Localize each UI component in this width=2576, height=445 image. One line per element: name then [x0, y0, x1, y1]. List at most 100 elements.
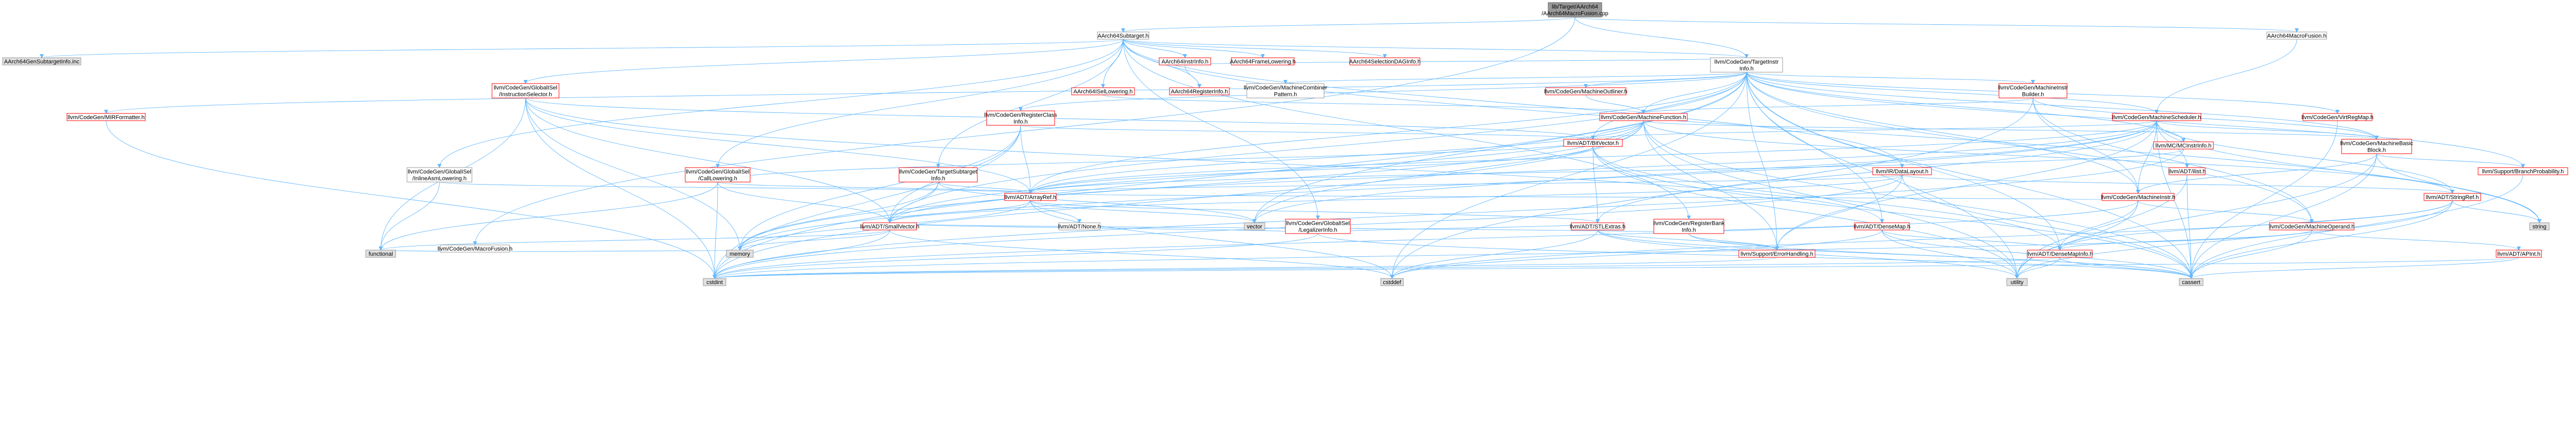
node-box: [2179, 278, 2204, 286]
node-box: [1599, 113, 1688, 121]
node-box: [440, 244, 510, 253]
node-box: [1285, 219, 1351, 234]
graph-node[interactable]: llvm/Support/ErrorHandling.h: [1738, 250, 1816, 258]
graph-node[interactable]: llvm/ADT/StringRef.h: [2424, 193, 2481, 201]
edge-n13-n27: [717, 139, 1595, 183]
graph-node[interactable]: llvm/CodeGen/MachineFunction.h: [1599, 113, 1688, 121]
graph-node[interactable]: llvm/Support/BranchProbability.h: [2478, 167, 2568, 175]
edge-n32-n38: [2138, 200, 2314, 223]
node-label: llvm/CodeGen/MachineInstr.h: [2101, 194, 2175, 201]
graph-node[interactable]: llvm/CodeGen/MacroFusion.h: [437, 244, 513, 253]
node-label: llvm/ADT/DenseMap.h: [1854, 224, 1910, 230]
edge-n12-n44: [379, 182, 440, 251]
graph-node[interactable]: AArch64RegisterInfo.h: [1169, 87, 1230, 95]
edge-n21-n46: [713, 120, 1644, 279]
node-box: [2, 57, 81, 65]
graph-node[interactable]: llvm/ADT/ilist.h: [2168, 167, 2206, 175]
edge-n30-n49: [2189, 174, 2523, 279]
edge-n15-n46: [713, 233, 1318, 279]
graph-node[interactable]: AArch64SelectionDAGInfo.h: [1349, 57, 1421, 65]
graph-node: AArch64GenSubtargetInfo.inc: [2, 57, 81, 65]
graph-node[interactable]: llvm/CodeGen/GlobalISel/InlineAsmLowerin…: [406, 167, 472, 183]
graph-node[interactable]: llvm/CodeGen/GlobalISel/LegalizerInfo.h: [1285, 219, 1351, 234]
node-box: [1854, 222, 1910, 230]
node-label: llvm/IR/DataLayout.h: [1876, 169, 1928, 175]
edge-n29-n30: [2376, 153, 2525, 168]
node-box: [365, 250, 396, 258]
edge-n3-n31: [1028, 72, 1747, 194]
edge-n36-n47: [1390, 229, 1598, 279]
graph-node[interactable]: llvm/ADT/SmallVector.h: [860, 222, 920, 230]
edge-n1-n11: [523, 39, 1124, 84]
node-label: AArch64Subtarget.h: [1097, 33, 1148, 39]
node-label: llvm/CodeGen/TargetSubtarget: [899, 169, 977, 175]
graph-node[interactable]: llvm/ADT/DenseMap.h: [1854, 222, 1910, 230]
edge-n3-n47: [1390, 72, 1747, 279]
edge-n31-n47: [1030, 200, 1394, 279]
graph-node[interactable]: llvm/CodeGen/MachineOperand.h: [2269, 222, 2354, 230]
edge-n22-n41: [1775, 120, 2157, 251]
graph-node[interactable]: llvm/ADT/DenseMapInfo.h: [2027, 250, 2093, 258]
graph-node[interactable]: llvm/CodeGen/MachineOutliner.h: [1544, 87, 1628, 95]
edge-n26-n46: [713, 149, 2184, 279]
edge-n31-n39: [1030, 200, 1257, 223]
graph-node[interactable]: AArch64MacroFusion.h: [2266, 31, 2327, 40]
graph-node[interactable]: llvm/MC/MCInstrInfo.h: [2153, 141, 2214, 150]
edge-n4-n45: [474, 250, 741, 254]
node-label: Info.h: [931, 176, 945, 182]
node-label: cassert: [2182, 279, 2200, 286]
edge-n13-n35: [717, 182, 892, 223]
node-box: [1563, 139, 1623, 147]
edge-n27-n48: [1592, 146, 2019, 279]
graph-node[interactable]: llvm/CodeGen/MIRFormatter.h: [66, 113, 146, 121]
graph-node[interactable]: llvm/CodeGen/MachineScheduler.h: [2112, 113, 2201, 121]
node-box: [1058, 222, 1100, 230]
node-label: AArch64GenSubtargetInfo.inc: [4, 59, 80, 65]
edge-n11-n45: [525, 97, 742, 251]
edge-n32-n42: [2058, 200, 2139, 251]
node-box: [1545, 87, 1626, 95]
graph-node[interactable]: AArch64FrameLowering.h: [1230, 57, 1296, 65]
node-box: [899, 167, 978, 183]
edge-n23-n27: [1020, 125, 1595, 140]
edge-n33-n40: [2452, 200, 2541, 223]
edge-n3-n18: [1283, 72, 1747, 84]
graph-node[interactable]: llvm/CodeGen/GlobalISel/InstructionSelec…: [492, 83, 560, 98]
graph-node[interactable]: lib/Target/AArch64/AArch64MacroFusion.cp…: [1541, 2, 1608, 18]
edge-n1-n6: [1123, 39, 1187, 58]
graph-node[interactable]: AArch64Subtarget.h: [1097, 31, 1149, 40]
edge-n31-n36: [1030, 200, 1600, 223]
graph-node[interactable]: llvm/CodeGen/GlobalISel/CallLowering.h: [685, 167, 751, 183]
edge-n22-n32: [2136, 120, 2157, 194]
graph-node[interactable]: llvm/ADT/STLExtras.h: [1570, 222, 1625, 230]
edge-layer: [40, 17, 2541, 279]
graph-node[interactable]: AArch64ISelLowering.h: [1071, 87, 1135, 95]
edge-n1-n8: [1123, 39, 1387, 58]
node-label: llvm/ADT/ArrayRef.h: [1005, 194, 1056, 201]
node-box: [1071, 87, 1135, 95]
graph-node[interactable]: llvm/ADT/ArrayRef.h: [1004, 193, 1057, 201]
edge-n24-n46: [106, 120, 717, 279]
graph-node[interactable]: llvm/ADT/BitVector.h: [1563, 139, 1623, 147]
graph-node[interactable]: llvm/IR/DataLayout.h: [1872, 167, 1932, 175]
edge-n37-n42: [1882, 229, 2062, 251]
graph-node[interactable]: llvm/CodeGen/VirtRegMap.h: [2301, 113, 2374, 121]
edge-n3-n29: [1746, 72, 2379, 140]
node-label: AArch64FrameLowering.h: [1230, 59, 1296, 65]
graph-node[interactable]: llvm/CodeGen/MachineInstr.h: [2101, 193, 2175, 201]
node-label: AArch64InstrInfo.h: [1161, 59, 1208, 65]
graph-node[interactable]: llvm/ADT/APInt.h: [2496, 250, 2542, 258]
edge-n13-n46: [713, 182, 718, 279]
graph-node[interactable]: llvm/ADT/None.h: [1058, 222, 1101, 230]
node-box: [492, 83, 560, 98]
node-box: [2478, 167, 2568, 175]
edge-n12-n31: [439, 182, 1032, 194]
graph-node[interactable]: AArch64InstrInfo.h: [1159, 57, 1211, 65]
